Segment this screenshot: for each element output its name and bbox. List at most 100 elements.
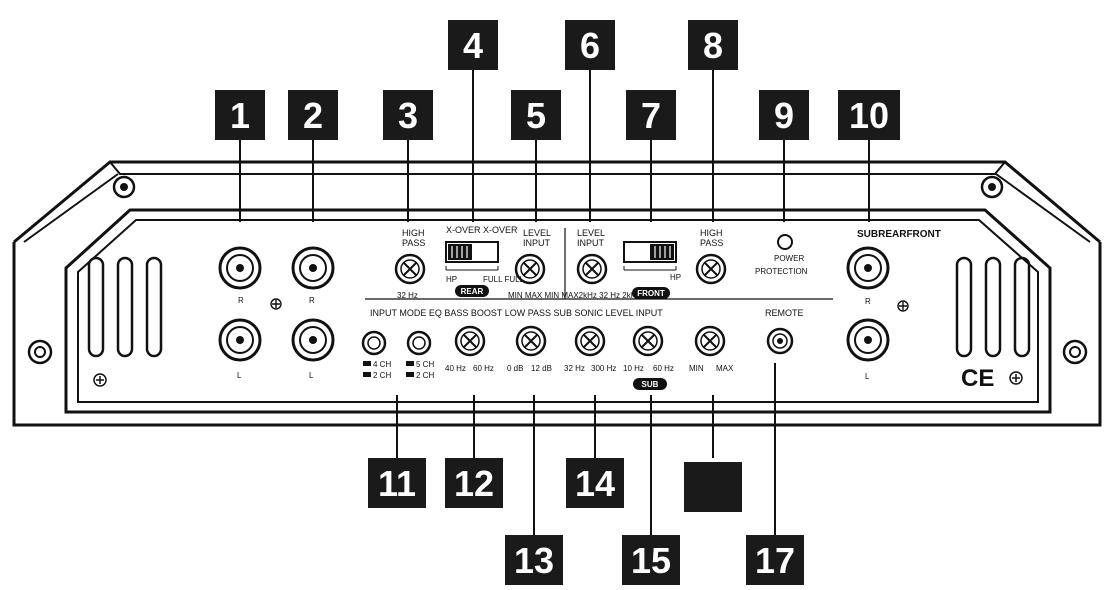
callout-12: 12 — [445, 458, 503, 508]
rca-jack-sub-l[interactable] — [846, 318, 890, 362]
ce-mark: CE — [961, 365, 994, 392]
rear-xover-label: X-OVER X-OVER — [446, 225, 518, 235]
rear-badge: REAR — [455, 285, 489, 297]
rca-label-l1: L — [237, 371, 242, 380]
svg-text:1: 1 — [230, 95, 250, 136]
mode-a-4ch: 4 CH — [373, 360, 391, 369]
svg-text:4: 4 — [463, 25, 483, 66]
low-pass-knob[interactable] — [574, 325, 606, 357]
subsonic-max: 60 Hz — [653, 364, 674, 373]
vent-slots-right — [955, 256, 1031, 358]
mode-a-2ch: 2 CH — [373, 371, 391, 380]
svg-text:FRONT: FRONT — [637, 289, 665, 298]
svg-text:3: 3 — [398, 95, 418, 136]
lowpass-min: 32 Hz — [564, 364, 585, 373]
sub-sonic-knob[interactable] — [632, 325, 664, 357]
rca-jack-l1[interactable] — [218, 318, 262, 362]
rear-hp-freq-label: 32 Hz — [397, 291, 418, 300]
sub-rear-front-label: SUBREARFRONT — [857, 229, 941, 240]
bass-freq-max: 60 Hz — [473, 364, 494, 373]
rca-jack-r2[interactable] — [291, 246, 335, 290]
front-pass-label: PASS — [700, 238, 723, 248]
rca-jack-sub-r[interactable] — [846, 246, 890, 290]
front-input-label: INPUT — [577, 238, 605, 248]
protection-label: PROTECTION — [755, 267, 808, 276]
front-level-knob[interactable] — [576, 253, 608, 285]
input-mode-switch-b[interactable] — [406, 330, 432, 356]
callout-6: 6 — [565, 20, 615, 70]
rear-switch-hp-label: HP — [446, 275, 457, 284]
eq-bass-freq-knob[interactable] — [454, 325, 486, 357]
remote-terminal[interactable] — [766, 327, 794, 355]
boost-min: 0 dB — [507, 364, 523, 373]
vent-slots-left — [87, 256, 163, 358]
rear-high-label: HIGH — [402, 228, 425, 238]
callout-2: 2 — [288, 90, 338, 140]
callout-7: 7 — [626, 90, 676, 140]
svg-text:SUB: SUB — [642, 380, 659, 389]
svg-text:9: 9 — [774, 95, 794, 136]
screw-side-right — [1062, 339, 1088, 365]
rear-input-label: INPUT — [523, 238, 551, 248]
power-label: POWER — [774, 254, 804, 263]
callout-8: 8 — [688, 20, 738, 70]
sub-badge: SUB — [633, 378, 667, 390]
callout-11: 11 — [368, 458, 426, 508]
svg-text:13: 13 — [514, 540, 554, 581]
svg-text:15: 15 — [631, 540, 671, 581]
callout-4: 4 — [448, 20, 498, 70]
front-switch-hp-label: HP — [670, 273, 681, 282]
front-xover-switch[interactable] — [623, 241, 677, 271]
screw-top-left — [112, 175, 136, 199]
front-high-label: HIGH — [700, 228, 723, 238]
svg-text:REAR: REAR — [461, 287, 484, 296]
rear-range-label: MIN MAX MIN MAX2kHz 32 Hz 2kHz — [508, 291, 640, 300]
power-protection-led — [777, 234, 793, 250]
rca-jack-l2[interactable] — [291, 318, 335, 362]
subsonic-min: 10 Hz — [623, 364, 644, 373]
rear-pass-label: PASS — [402, 238, 425, 248]
mount-screw-left-icon — [93, 373, 107, 387]
lowpass-max: 300 Hz — [591, 364, 616, 373]
rear-xover-switch[interactable] — [445, 241, 499, 271]
callout-1: 1 — [215, 90, 265, 140]
rca-jack-r1[interactable] — [218, 246, 262, 290]
amplifier-chassis — [12, 160, 1102, 427]
svg-text:10: 10 — [849, 95, 889, 136]
svg-text:12: 12 — [454, 463, 494, 504]
svg-text:14: 14 — [575, 463, 615, 504]
input-mode-switch-a[interactable] — [361, 330, 387, 356]
mode-b-2ch: 2 CH — [416, 371, 434, 380]
screw-top-right — [980, 175, 1004, 199]
rear-high-pass-knob[interactable] — [394, 253, 426, 285]
svg-text:17: 17 — [755, 540, 795, 581]
ground-screw-icon — [270, 298, 282, 310]
svg-text:7: 7 — [641, 95, 661, 136]
sub-ground-screw-icon — [897, 300, 909, 312]
callout-15: 15 — [622, 535, 680, 585]
callout-5: 5 — [511, 90, 561, 140]
front-high-pass-knob[interactable] — [695, 253, 727, 285]
bottom-row-header: INPUT MODE EQ BASS BOOST LOW PASS SUB SO… — [370, 308, 663, 318]
sub-level-knob[interactable] — [694, 325, 726, 357]
screw-side-left — [27, 339, 53, 365]
callout-16-blank — [684, 462, 742, 512]
svg-text:8: 8 — [703, 25, 723, 66]
rear-level-knob[interactable] — [514, 253, 546, 285]
svg-text:11: 11 — [378, 463, 416, 504]
sub-level-min: MIN — [689, 364, 704, 373]
callout-17: 17 — [746, 535, 804, 585]
rear-switch-full-label: FULL FULL — [483, 275, 525, 284]
sub-rca-label-r: R — [865, 297, 871, 306]
boost-max: 12 dB — [531, 364, 552, 373]
rca-label-r1: R — [238, 296, 244, 305]
svg-text:2: 2 — [303, 95, 323, 136]
panel-dividers — [365, 228, 833, 300]
rca-label-r2: R — [309, 296, 315, 305]
bass-boost-knob[interactable] — [515, 325, 547, 357]
mount-screw-right-icon — [1009, 371, 1023, 385]
front-badge: FRONT — [632, 287, 670, 299]
mode-b-indicator-icon — [406, 361, 414, 377]
bass-freq-min: 40 Hz — [445, 364, 466, 373]
